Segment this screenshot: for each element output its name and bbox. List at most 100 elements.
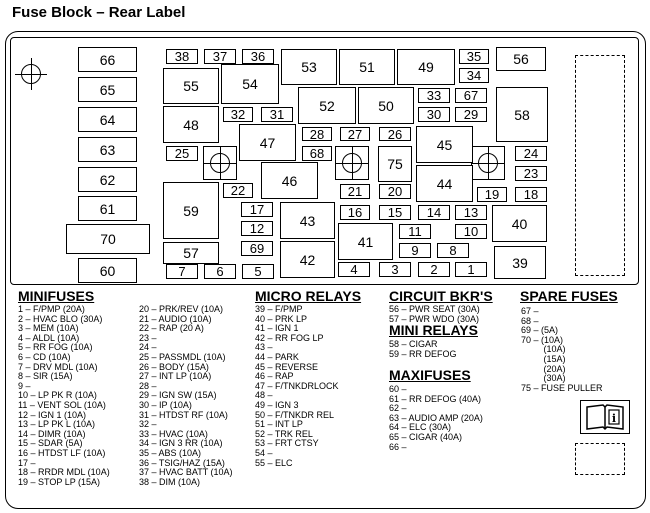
fuse-24: 24 <box>515 146 547 161</box>
list-item: 41 – IGN 1 <box>255 323 299 334</box>
fuse-5: 5 <box>242 264 274 279</box>
list-item: 12 – IGN 1 (10A) <box>18 409 87 420</box>
list-item: 57 – PWR WDO (30A) <box>389 313 480 324</box>
fuse-56: 56 <box>496 47 546 71</box>
list-item: 25 – PASSMDL (10A) <box>139 351 226 362</box>
fuse-block <box>10 37 639 285</box>
fuse-69: 69 <box>241 241 273 256</box>
fuse-20: 20 <box>379 184 411 199</box>
fuse-25: 25 <box>166 146 198 161</box>
list-item: 49 – IGN 3 <box>255 399 299 410</box>
list-item: 46 – RAP <box>255 371 294 382</box>
list-item: 62 – <box>389 403 407 414</box>
list-item: 15 – SDAR (5A) <box>18 438 83 449</box>
list-item: 75 – FUSE PULLER <box>521 382 603 393</box>
minifuse-list-b: 20 – PRK/REV (10A)21 – AUDIO (10A)22 – R… <box>139 304 233 487</box>
relay-53: 53 <box>281 49 337 85</box>
fuse-35: 35 <box>459 49 489 64</box>
list-item: 36 – TSIG/HAZ (15A) <box>139 457 225 468</box>
fuse-17: 17 <box>241 202 273 217</box>
fuse-28: 28 <box>302 127 332 141</box>
fuse-30: 30 <box>418 107 450 122</box>
list-item: 35 – ABS (10A) <box>139 447 202 458</box>
page-title: Fuse Block – Rear Label <box>12 4 186 21</box>
relay-59: 59 <box>163 182 219 239</box>
fuse-66: 66 <box>78 47 137 72</box>
mini-relays-header: MINI RELAYS <box>389 322 478 338</box>
relay-44: 44 <box>416 165 473 202</box>
fuse-11: 11 <box>399 224 431 239</box>
list-item: 47 – F/TNKDRLOCK <box>255 380 339 391</box>
relay-socket-icon <box>203 146 237 180</box>
svg-text:i: i <box>612 412 616 425</box>
relay-54: 54 <box>221 64 279 104</box>
fuse-62: 62 <box>78 167 137 192</box>
list-item: (20A) <box>521 363 566 374</box>
fuse-68: 68 <box>302 146 332 161</box>
relay-40: 40 <box>492 205 547 242</box>
list-item: 16 – HTDST LF (10A) <box>18 447 106 458</box>
list-item: 4 – ALDL (10A) <box>18 332 80 343</box>
list-item: 30 – IP (10A) <box>139 399 192 410</box>
list-item: 27 – INT LP (10A) <box>139 371 212 382</box>
list-item: 55 – ELC <box>255 457 293 468</box>
fuse-10: 10 <box>455 224 487 239</box>
list-item: 1 – F/PMP (20A) <box>18 304 85 314</box>
relay-45: 45 <box>416 126 473 163</box>
fuse-29: 29 <box>455 107 487 122</box>
fuse-75: 75 <box>378 146 412 182</box>
fuse-23: 23 <box>515 166 547 181</box>
list-item: 7 – DRV MDL (10A) <box>18 361 98 372</box>
spare-fuse-list: 67 –68 –69 – (5A)70 – (10A) (10A) (15A) … <box>521 306 603 393</box>
fuse-2: 2 <box>418 262 450 277</box>
fuse-7: 7 <box>166 264 198 279</box>
fuse-34: 34 <box>459 68 489 83</box>
relay-42: 42 <box>280 241 335 278</box>
list-item: 45 – REVERSE <box>255 361 319 372</box>
mount-bolt-icon <box>15 58 47 90</box>
list-item: 68 – <box>521 315 539 326</box>
list-item: 5 – RR FOG (10A) <box>18 342 93 353</box>
list-item: 50 – F/TNKDR REL <box>255 409 335 420</box>
list-item: (30A) <box>521 373 566 384</box>
list-item: 40 – PRK LP <box>255 313 308 324</box>
spare-slot-area <box>575 443 625 475</box>
list-item: 48 – <box>255 390 273 401</box>
list-item: 34 – IGN 3 RR (10A) <box>139 438 223 449</box>
relay-51: 51 <box>339 49 395 85</box>
minifuses-header: MINIFUSES <box>18 288 95 304</box>
fuse-4: 4 <box>338 262 370 277</box>
circuit-breakers-header: CIRCUIT BKR'S <box>389 288 493 304</box>
fuse-65: 65 <box>78 77 137 102</box>
circuit-breaker-list: 56 – PWR SEAT (30A)57 – PWR WDO (30A) <box>389 304 480 324</box>
list-item: 66 – <box>389 441 407 452</box>
list-item: 59 – RR DEFOG <box>389 348 457 359</box>
list-item: (15A) <box>521 353 566 364</box>
micro-relays-header: MICRO RELAYS <box>255 288 362 304</box>
mount-bolt-icon <box>472 147 504 179</box>
list-item: 13 – LP PK L (10A) <box>18 419 96 430</box>
fuse-1: 1 <box>455 262 487 277</box>
list-item: 54 – <box>255 447 273 458</box>
list-item: 29 – IGN SW (15A) <box>139 390 217 401</box>
fuse-13: 13 <box>455 205 487 220</box>
list-item: 56 – PWR SEAT (30A) <box>389 304 480 314</box>
spare-slot-area <box>575 55 625 276</box>
list-item: 42 – RR FOG LP <box>255 332 324 343</box>
list-item: 67 – <box>521 306 539 316</box>
list-item: 31 – HTDST RF (10A) <box>139 409 228 420</box>
list-item: 18 – RRDR MDL (10A) <box>18 467 110 478</box>
fuse-58: 58 <box>496 87 548 142</box>
fuse-22: 22 <box>223 183 253 198</box>
maxifuse-list: 60 –61 – RR DEFOG (40A)62 –63 – AUDIO AM… <box>389 384 483 452</box>
list-item: 24 – <box>139 342 157 353</box>
relay-46: 46 <box>261 162 318 199</box>
list-item: 43 – <box>255 342 273 353</box>
relay-socket-icon <box>335 146 369 180</box>
fuse-70: 70 <box>66 224 150 254</box>
list-item: 8 – SIR (15A) <box>18 371 73 382</box>
list-item: 63 – AUDIO AMP (20A) <box>389 412 483 423</box>
fuse-37: 37 <box>204 49 236 64</box>
relay-43: 43 <box>280 202 335 239</box>
